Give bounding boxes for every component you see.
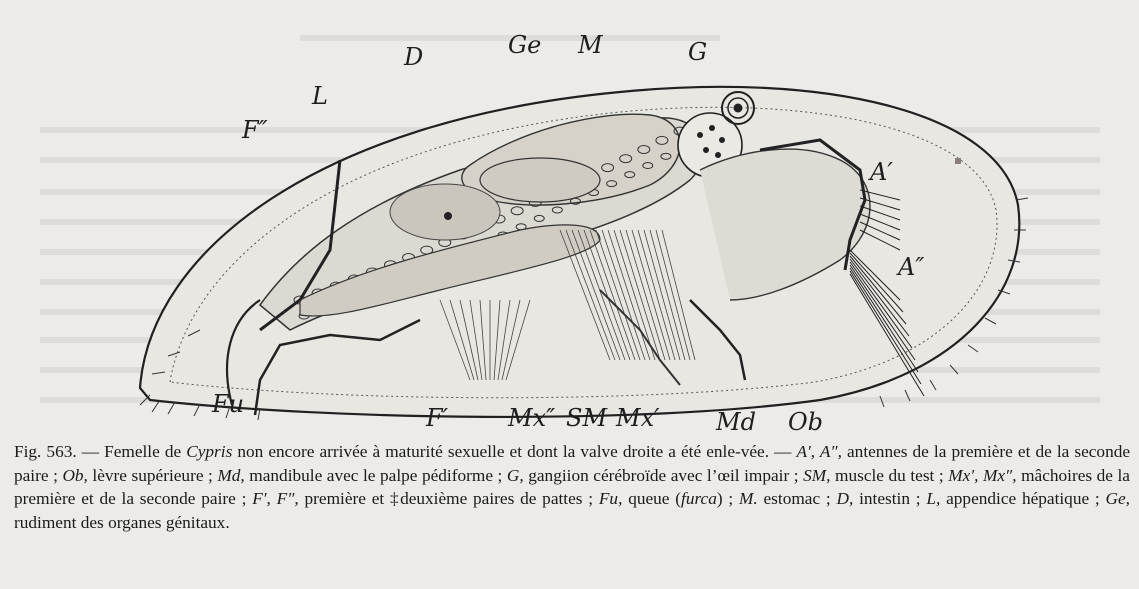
caption-text: gangiion cérébroïde avec l’œil impair ; — [524, 466, 803, 485]
label-A1: A′ — [870, 160, 893, 184]
body-mass — [390, 184, 500, 240]
caption-symbol: M. — [739, 489, 758, 508]
caption-symbol: Mx′, Mx″, — [948, 466, 1016, 485]
caption-text: estomac ; — [758, 489, 837, 508]
caption-symbol: Ge, — [1106, 489, 1130, 508]
label-Ge: Ge — [508, 33, 541, 57]
figure-caption: Fig. 563. — Femelle de Cypris non encore… — [14, 440, 1130, 534]
caption-term: furca — [681, 489, 717, 508]
label-G: G — [688, 40, 707, 64]
caption-symbol: L, — [926, 489, 940, 508]
caption-symbol: G, — [507, 466, 524, 485]
caption-text: mandibule avec le palpe pédiforme ; — [245, 466, 507, 485]
label-A2: A″ — [898, 255, 924, 279]
caption-text: Femelle de — [104, 442, 186, 461]
caption-symbol: F′, F″, — [252, 489, 299, 508]
caption-dash: — — [77, 442, 104, 461]
cypris-illustration — [0, 0, 1139, 440]
label-Fu: Fu — [212, 392, 244, 416]
caption-symbol: Ob, — [62, 466, 87, 485]
label-Md: Md — [716, 410, 756, 434]
caption-symbol: A′, A″, — [796, 442, 841, 461]
label-Mx2: Mx″ — [508, 406, 555, 430]
caption-fig-number: Fig. 563. — [14, 442, 77, 461]
caption-text: ) ; — [717, 489, 739, 508]
caption-symbol: SM, — [803, 466, 830, 485]
caption-text: non encore arrivée à maturité sexuelle e… — [232, 442, 796, 461]
caption-text: muscle du test ; — [830, 466, 948, 485]
genital-rudiment — [480, 158, 600, 202]
label-L: L — [312, 84, 328, 108]
caption-symbol: Fu, — [599, 489, 623, 508]
caption-text: intestin ; — [853, 489, 926, 508]
caption-text: rudiment des organes génitaux. — [14, 513, 230, 532]
caption-text: lèvre supérieure ; — [88, 466, 218, 485]
label-M: M — [578, 33, 603, 57]
caption-text: queue ( — [622, 489, 681, 508]
label-F1: F′ — [426, 406, 448, 430]
caption-symbol: D, — [837, 489, 854, 508]
label-D: D — [404, 45, 423, 69]
label-SM: SM — [566, 406, 607, 430]
caption-text: appendice hépatique ; — [940, 489, 1105, 508]
caption-symbol: Md, — [217, 466, 244, 485]
label-F2: F″ — [242, 118, 268, 142]
caption-genus: Cypris — [186, 442, 232, 461]
caption-text: première et ‡deuxième paires de pattes ; — [299, 489, 599, 508]
label-Mx1: Mx′ — [616, 406, 660, 430]
label-Ob: Ob — [788, 410, 823, 434]
